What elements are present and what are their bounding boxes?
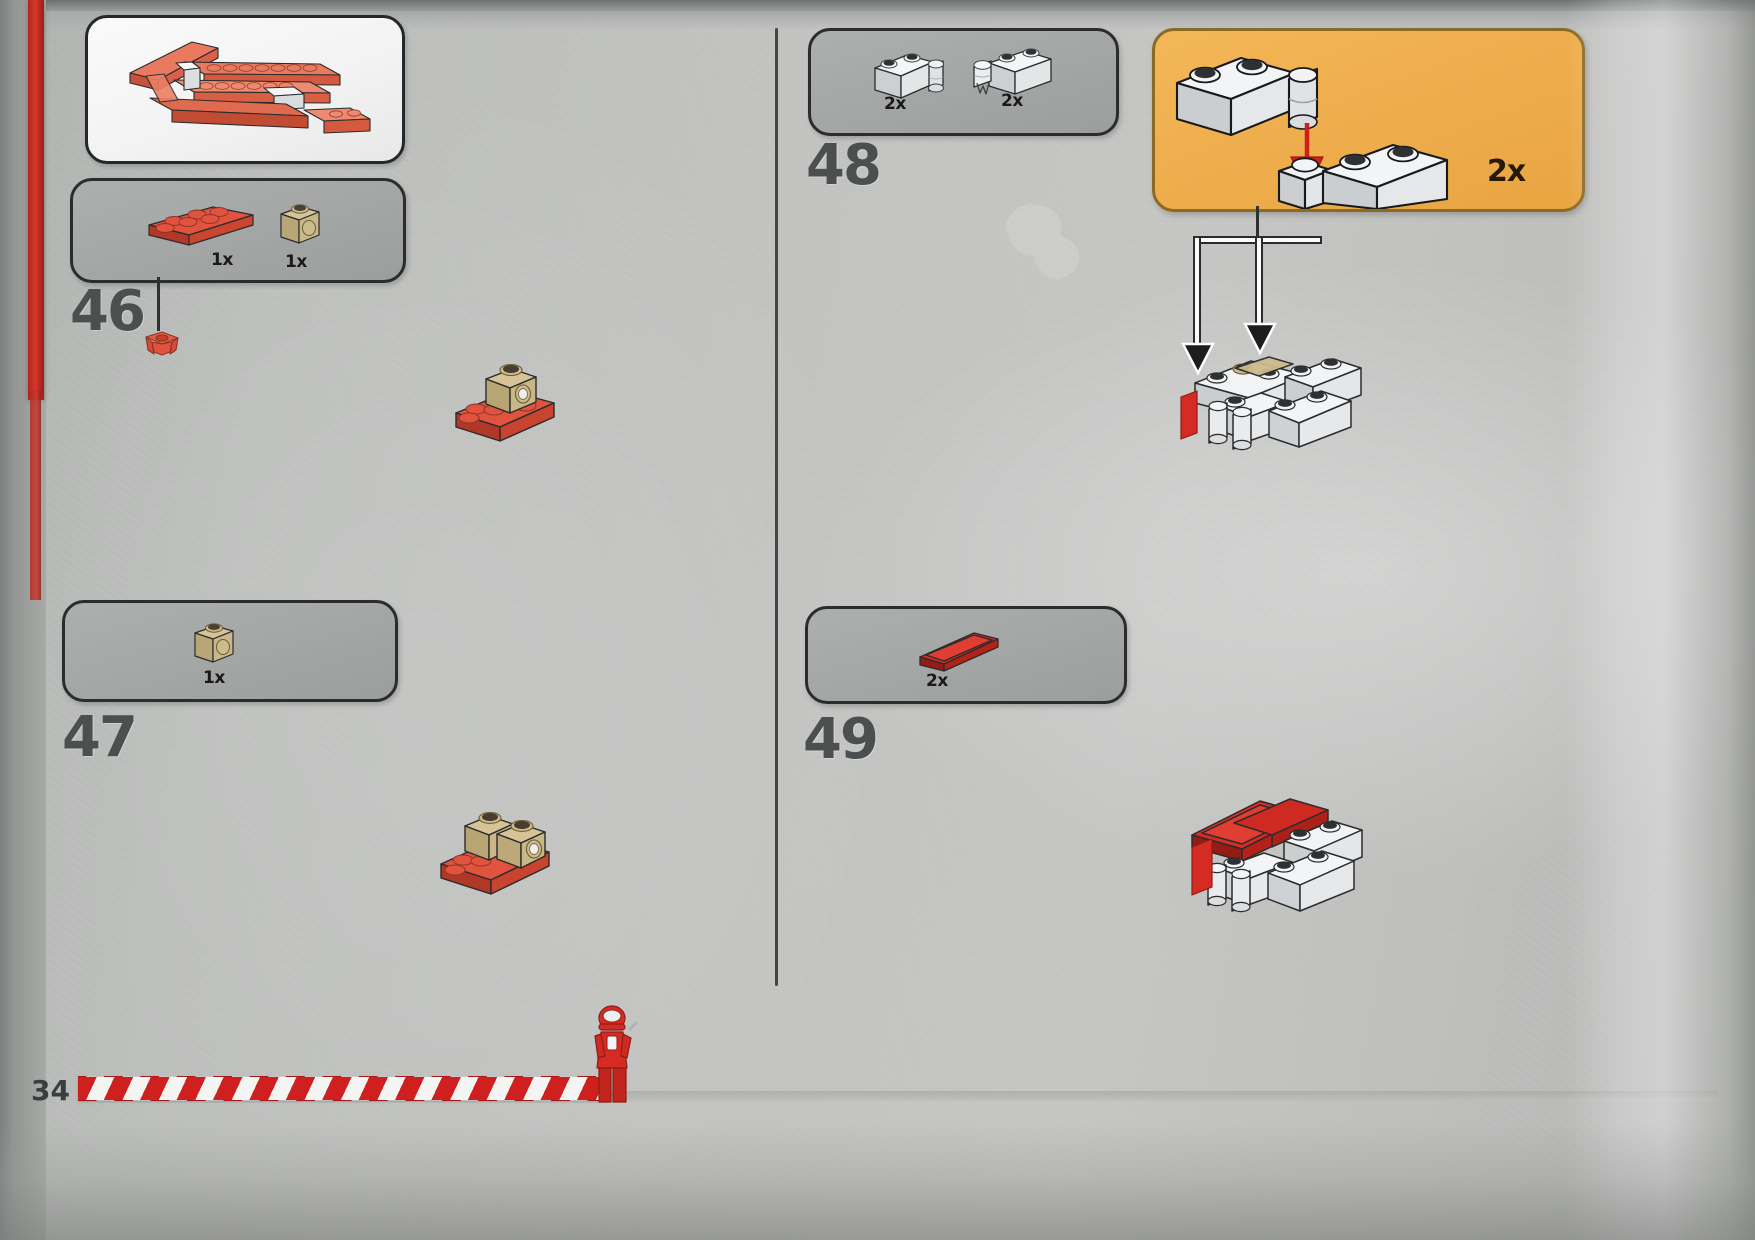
page-bottom-shadow: [0, 1122, 1755, 1240]
build-illustration-step-47: [440, 812, 550, 895]
flow-arrow-right-icon: [1243, 322, 1277, 356]
previous-assembly-preview: [85, 15, 405, 164]
page-number: 34: [31, 1074, 70, 1107]
footer-hazard-stripe: [78, 1076, 608, 1101]
footer-baseline: [608, 1091, 1718, 1101]
flow-arrow-left-icon: [1181, 342, 1215, 376]
part-qty-label: 1x: [203, 668, 225, 688]
build-illustration-step-48: [1180, 356, 1362, 451]
flow-line-branch-left: [1193, 236, 1201, 346]
page-top-edge-dark: [0, 0, 1755, 11]
sub-assembly-box-step-48: 2x: [1152, 28, 1585, 212]
parts-box-step-48: 2x 2x: [808, 28, 1119, 136]
minifigure-marker-icon: [594, 1005, 639, 1103]
part-qty-label: 2x: [1001, 91, 1023, 111]
step-number-48: 48: [806, 133, 882, 198]
callout-part-step-46: [145, 331, 179, 356]
flow-line-branch-right: [1255, 236, 1263, 326]
build-illustration-step-49: [1191, 798, 1363, 913]
part-qty-label: 1x: [285, 252, 307, 272]
part-qty-label: 1x: [211, 250, 233, 270]
parts-box-step-49: 2x: [805, 606, 1127, 704]
column-divider: [775, 28, 778, 986]
paper-watermark: [1005, 204, 1080, 280]
part-qty-label: 2x: [884, 94, 906, 114]
step-number-46: 46: [70, 279, 146, 344]
flow-line-vertical-stem: [1256, 206, 1259, 240]
parts-box-step-47: 1x: [62, 600, 398, 702]
callout-line-step-46: [157, 277, 160, 331]
binding-red-strip-lower: [30, 390, 41, 600]
step-number-47: 47: [62, 705, 138, 770]
step-number-49: 49: [803, 707, 879, 772]
parts-box-step-46: 1x 1x: [70, 178, 406, 283]
sub-assembly-qty-label: 2x: [1487, 154, 1526, 189]
page-curve-shadow: [1565, 0, 1755, 1240]
binding-red-strip: [28, 0, 44, 400]
build-illustration-step-46: [455, 363, 555, 442]
part-qty-label: 2x: [926, 671, 948, 691]
